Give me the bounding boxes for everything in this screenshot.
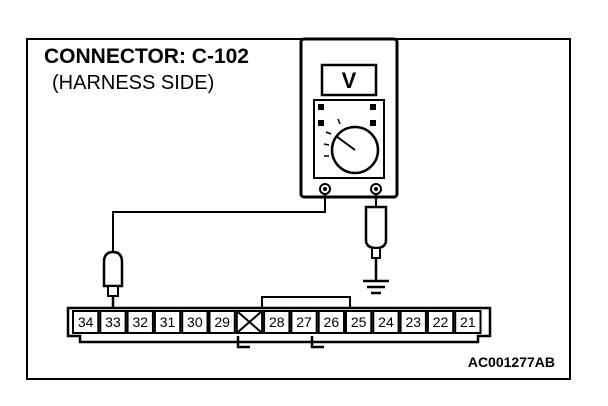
connector-subtitle: (HARNESS SIDE) [52, 72, 214, 94]
pin-cell-28 [263, 310, 291, 334]
pin-label-25: 25 [351, 314, 367, 330]
pin-cell-32 [126, 310, 154, 334]
blank-pin-cross [236, 310, 263, 334]
meter-display [320, 63, 378, 97]
pin-label-34: 34 [78, 314, 94, 330]
pin-label-27: 27 [296, 314, 312, 330]
connector-latch-right [310, 336, 324, 349]
test-lead-left [112, 194, 326, 253]
ground-symbol-icon [363, 279, 389, 295]
pin-label-23: 23 [405, 314, 421, 330]
pin-cell-30 [181, 310, 209, 334]
pin-cell-29 [208, 310, 236, 334]
test-probe-icon [102, 250, 124, 310]
pin-cell-24 [372, 310, 400, 334]
pin-cell-26 [317, 310, 346, 334]
pin-label-26: 26 [324, 314, 340, 330]
connector-key [261, 296, 351, 308]
pin-label-21: 21 [460, 314, 476, 330]
connector-latch-left [236, 336, 250, 349]
ground-probe [364, 205, 388, 280]
pin-label-28: 28 [269, 314, 285, 330]
connector-title: CONNECTOR: C-102 [44, 45, 249, 68]
pin-cell-23 [399, 310, 427, 334]
connector-c-102: 34 33 32 31 30 29 28 27 26 25 24 23 22 21 [66, 296, 492, 349]
pin-cell-31 [153, 310, 182, 334]
pin-cell-25 [345, 310, 373, 334]
pin-label-33: 33 [105, 314, 121, 330]
pin-label-22: 22 [433, 314, 449, 330]
pin-cell-22 [426, 310, 455, 334]
pin-label-32: 32 [132, 314, 148, 330]
pin-label-30: 30 [187, 314, 203, 330]
pin-cell-34 [72, 310, 100, 334]
figure-code: AC001277AB [468, 354, 555, 370]
diagram-frame [26, 38, 571, 380]
pin-label-29: 29 [214, 314, 230, 330]
pin-cell-21 [454, 310, 482, 334]
meter-display-letter: V [342, 68, 357, 93]
pin-cell-27 [290, 310, 318, 334]
pin-label-24: 24 [378, 314, 394, 330]
pin-cell-33 [99, 310, 127, 334]
voltmeter-icon: V [299, 37, 399, 199]
pin-label-31: 31 [160, 314, 176, 330]
